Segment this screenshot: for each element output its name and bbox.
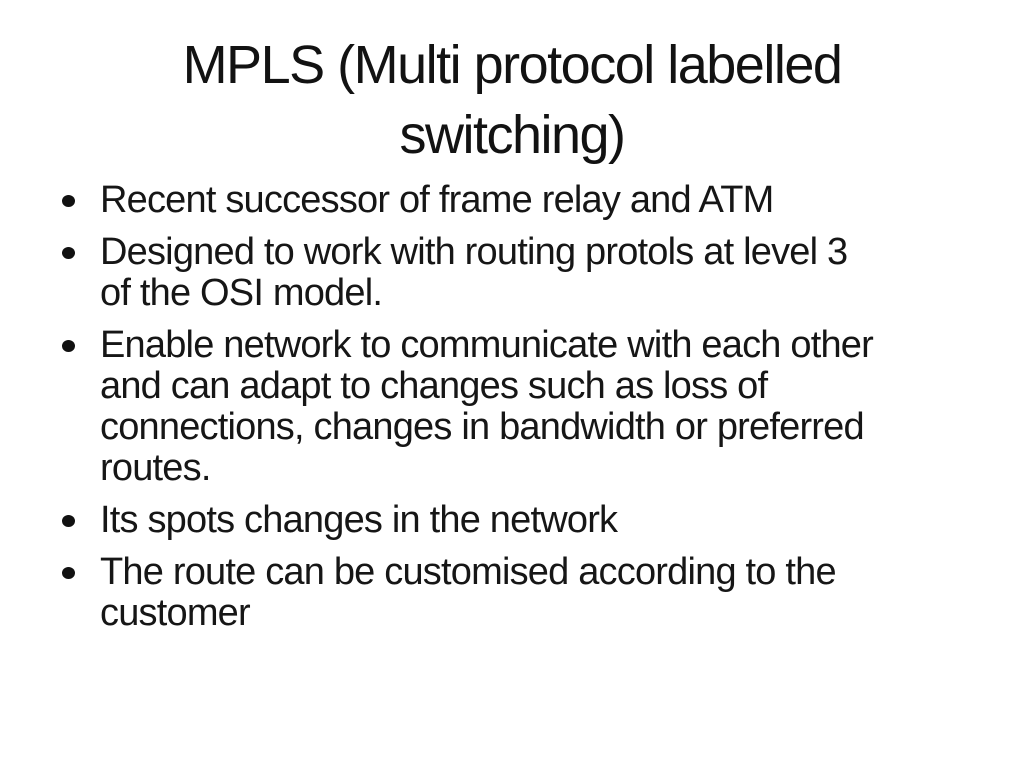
bullet-line: of the OSI model.: [100, 272, 383, 314]
bullet-line: Designed to work with routing protols at…: [100, 231, 848, 273]
bullet-dot-icon: [62, 195, 75, 207]
bullet-line: routes.: [100, 447, 211, 489]
bullet-item: The route can be customised according to…: [62, 552, 967, 634]
slide-title-line-1: MPLS (Multi protocol labelled: [182, 35, 843, 95]
bullet-item: Enable network to communicate with each …: [62, 325, 967, 489]
bullet-line: Enable network to communicate with each …: [100, 324, 874, 366]
bullet-line: Recent successor of frame relay and ATM: [100, 179, 774, 221]
bullet-line: customer: [100, 592, 251, 634]
bullet-item: Recent successor of frame relay and ATM: [62, 180, 967, 221]
bullet-text: The route can be customised according to…: [100, 552, 967, 634]
slide-title-line-2: switching): [399, 105, 626, 165]
bullet-text: Its spots changes in the network: [100, 500, 967, 541]
bullet-dot-icon: [62, 567, 75, 579]
bullet-item: Designed to work with routing protols at…: [62, 232, 967, 314]
bullet-line: and can adapt to changes such as loss of: [100, 365, 768, 407]
bullet-text: Enable network to communicate with each …: [100, 325, 967, 489]
bullet-line: The route can be customised according to…: [100, 551, 837, 593]
bullet-text: Designed to work with routing protols at…: [100, 232, 967, 314]
bullet-line: Its spots changes in the network: [100, 499, 618, 541]
bullet-dot-icon: [62, 340, 75, 352]
bullet-item: Its spots changes in the network: [62, 500, 967, 541]
bullet-text: Recent successor of frame relay and ATM: [100, 180, 967, 221]
bullet-dot-icon: [62, 247, 75, 259]
bullet-dot-icon: [62, 515, 75, 527]
slide-title: MPLS (Multi protocol labelled switching): [0, 0, 1024, 170]
bullet-list: Recent successor of frame relay and ATM D…: [62, 180, 967, 645]
bullet-line: connections, changes in bandwidth or pre…: [100, 406, 865, 448]
